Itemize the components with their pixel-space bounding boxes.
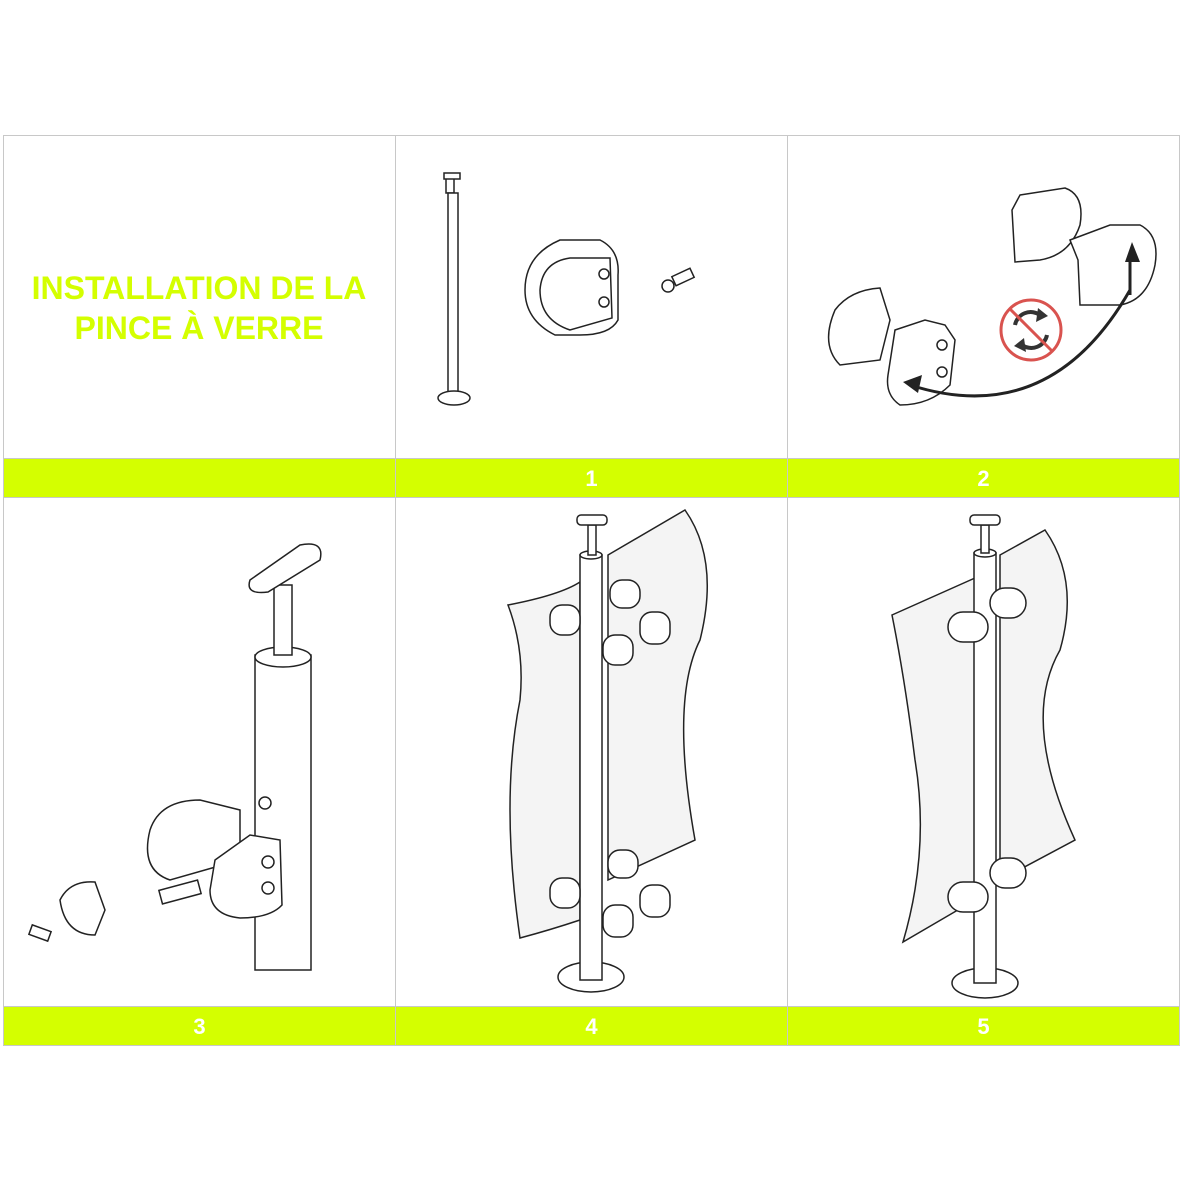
step-4-assembly-illustration bbox=[506, 509, 708, 993]
intro-bar bbox=[3, 458, 396, 498]
step-2-bar: 2 bbox=[787, 458, 1180, 498]
step-5-bar: 5 bbox=[787, 1006, 1180, 1046]
title-line-2: PINCE À VERRE bbox=[74, 310, 324, 346]
step-4-bar: 4 bbox=[395, 1006, 788, 1046]
step-5-finished-illustration bbox=[891, 514, 1076, 999]
step-1-bar: 1 bbox=[395, 458, 788, 498]
step-3-post-closeup-illustration bbox=[27, 543, 322, 971]
step-3-bar: 3 bbox=[3, 1006, 396, 1046]
step-1-screw-illustration bbox=[661, 267, 696, 293]
page-title: INSTALLATION DE LA PINCE À VERRE bbox=[3, 268, 395, 348]
step-1-clamp-illustration bbox=[524, 239, 619, 336]
no-rotate-icon bbox=[999, 298, 1063, 362]
intro-cell bbox=[3, 135, 396, 459]
step-2-clamp-parts-illustration bbox=[827, 187, 1157, 406]
step-1-post-illustration bbox=[437, 172, 471, 406]
title-line-1: INSTALLATION DE LA bbox=[31, 270, 367, 306]
